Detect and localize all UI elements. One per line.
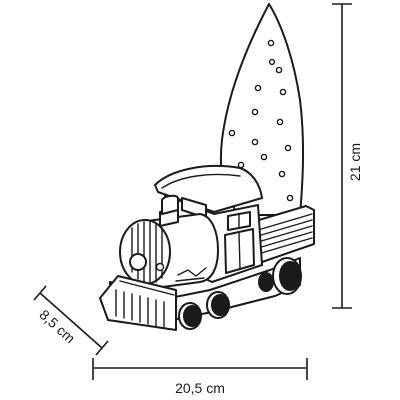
train-icon xyxy=(99,165,315,331)
width-dimension: 20,5 cm xyxy=(92,358,308,396)
height-label: 21 cm xyxy=(347,143,363,181)
depth-label: 8,5 cm xyxy=(36,306,78,346)
width-label: 20,5 cm xyxy=(175,380,225,396)
tree-icon xyxy=(219,3,305,216)
tree-lights xyxy=(228,39,294,202)
height-dimension: 21 cm xyxy=(332,3,363,309)
depth-dimension: 8,5 cm xyxy=(33,285,109,356)
